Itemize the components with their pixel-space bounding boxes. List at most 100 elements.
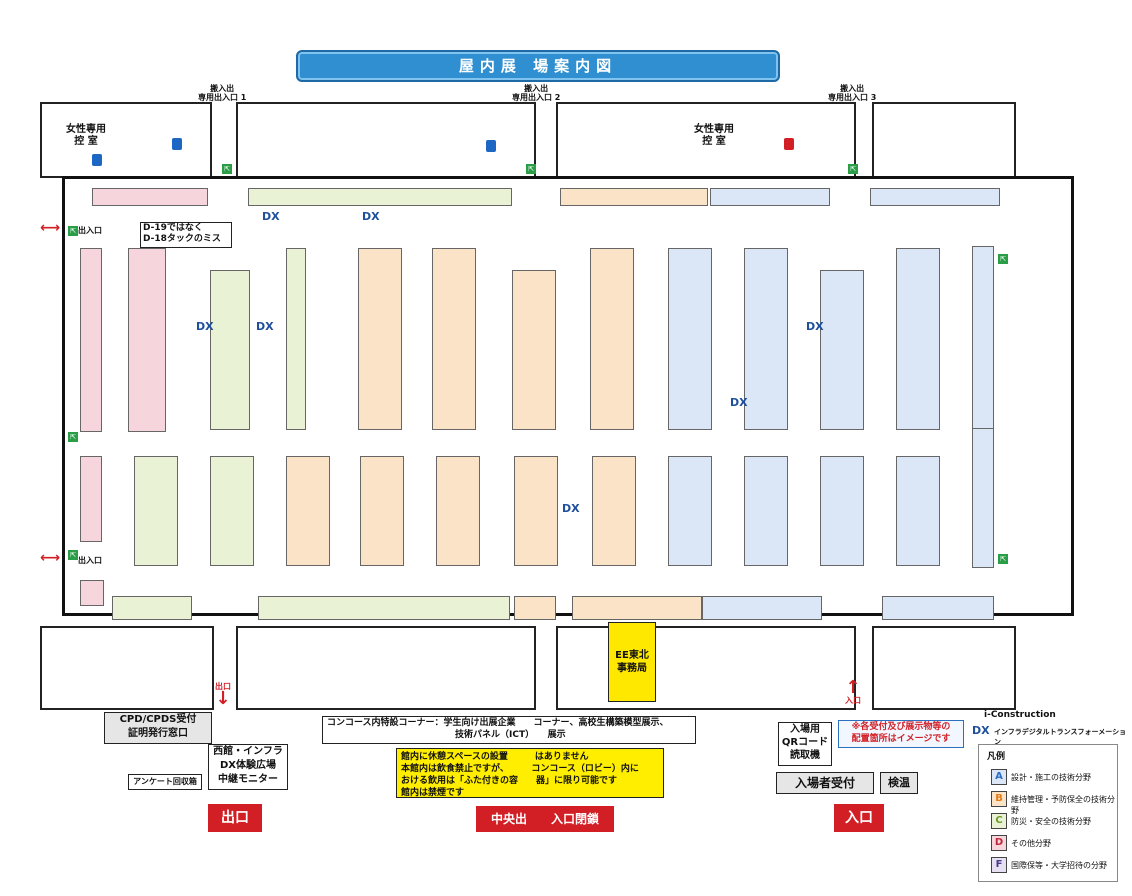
booth-row-top-c[interactable] [248,188,512,206]
booth-row-bottom-c2[interactable] [258,596,510,620]
dx-label: DX [262,210,280,223]
survey-box: アンケート回収箱 [128,774,202,790]
booth-column-b7[interactable] [436,456,480,566]
bottom-far-right-wing [872,626,1016,710]
legend-key-b: B [991,791,1007,807]
restroom-icon [486,140,496,152]
booth-row-bottom-b2[interactable] [572,596,702,620]
booth-row-top-b[interactable] [560,188,708,206]
emergency-exit-icon: ⇱ [68,550,78,560]
dx-label: DX [256,320,274,333]
entrance-label-2: 搬入出専用出入口 2 [512,84,561,102]
restroom-icon [172,138,182,150]
legend-text-c: 防災・安全の技術分野 [1011,817,1091,826]
booth-column-a3[interactable] [820,270,864,430]
facility-notice: 館内に休憩スペースの設置 はありません本館内は飲食禁止ですが、 コンコース（ロビ… [396,748,664,798]
top-far-right-wing [872,102,1016,178]
booth-row-bottom-a1[interactable] [702,596,822,620]
booth-column-a8[interactable] [820,456,864,566]
booth-column-a4[interactable] [896,248,940,430]
booth-row-top-d[interactable] [92,188,208,206]
dx-logo-text: インフラデジタルトランスフォーメーション [994,728,1127,746]
booth-column-b1[interactable] [358,248,402,430]
legend: 凡例 A 設計・施工の技術分野 B 維持管理・予防保全の技術分野 C 防災・安全… [978,744,1118,882]
bottom-center-wing [236,626,536,710]
dx-label: DX [362,210,380,223]
exit-sign: 出口 [208,804,262,832]
dx-logo: DX [972,724,990,737]
booth-column-c3[interactable] [134,456,178,566]
bottom-left-wing [40,626,214,710]
legend-text-d: その他分野 [1011,839,1051,848]
booth-row-bottom-a2[interactable] [882,596,994,620]
left-right-arrow-icon: ⟷ [40,220,61,236]
booth-column-b4[interactable] [590,248,634,430]
booth-row-bottom-b1[interactable] [514,596,556,620]
booth-column-c1[interactable] [210,270,250,430]
emergency-exit-icon: ⇱ [68,432,78,442]
exit-arrow: 出口 ↓ [210,682,236,709]
arrow-down-icon: ↓ [215,688,231,709]
temperature-box: 検温 [880,772,918,794]
top-left-wing [40,102,212,178]
i-construction-logo: i-Construction [984,710,1056,720]
page-title: 屋内展 場案内図 [296,50,780,82]
side-door-bottom: 出入口 [78,556,102,565]
booth-column-c4[interactable] [210,456,254,566]
booth-column-b3[interactable] [512,270,556,430]
entry-sign: 入口 [834,804,884,832]
booth-row-top-a2[interactable] [870,188,1000,206]
booth-column-d[interactable] [128,248,166,432]
ee-office: EE東北事務局 [608,622,656,702]
emergency-exit-icon: ⇱ [68,226,78,236]
women-room-2: 女性専用控 室 [694,124,734,147]
restroom-icon [92,154,102,166]
arrow-up-icon: ↑ [845,677,861,698]
emergency-exit-icon: ⇱ [998,254,1008,264]
side-door-top: 出入口 [78,226,102,235]
cpd-reception: CPD/CPDS受付証明発行窓口 [104,712,212,744]
booth-row-bottom-c1[interactable] [112,596,192,620]
dx-label: DX [730,396,748,409]
booth-column-b5[interactable] [286,456,330,566]
dx-label: DX [806,320,824,333]
entrance-label-1: 搬入出専用出入口 1 [198,84,247,102]
booth-column-d-left[interactable] [80,248,102,432]
image-note: ※各受付及び展示物等の配置箇所はイメージです [838,720,964,748]
entry-arrow: ↑ 入口 [840,677,866,706]
emergency-exit-icon: ⇱ [526,164,536,174]
booth-row-top-a[interactable] [710,188,830,206]
booth-column-b9[interactable] [592,456,636,566]
dx-label: DX [196,320,214,333]
restroom-icon [784,138,794,150]
booth-column-a10[interactable] [972,428,994,568]
booth-column-b8[interactable] [514,456,558,566]
booth-column-a6[interactable] [668,456,712,566]
booth-column-a9[interactable] [896,456,940,566]
women-room-1: 女性専用控 室 [66,124,106,147]
concourse-notice: コンコース内特設コーナー：学生向け出展企業 コーナー、高校生構築模型展示、技術パ… [322,716,696,744]
booth-column-a5[interactable] [972,246,994,430]
legend-key-a: A [991,769,1007,785]
booth-column-a1[interactable] [668,248,712,430]
reception-box: 入場者受付 [776,772,874,794]
emergency-exit-icon: ⇱ [998,554,1008,564]
dx-label: DX [562,502,580,515]
booth-column-b2[interactable] [432,248,476,430]
booth-column-c2[interactable] [286,248,306,430]
entrance-label-3: 搬入出専用出入口 3 [828,84,877,102]
booth-column-a2[interactable] [744,248,788,430]
bottom-right-wing [556,626,856,710]
booth-column-f[interactable] [80,456,102,542]
booth-column-a7[interactable] [744,456,788,566]
legend-key-d: D [991,835,1007,851]
left-right-arrow-icon: ⟷ [40,550,61,566]
legend-text-b: 維持管理・予防保全の技術分野 [1011,795,1115,815]
legend-key-f: F [991,857,1007,873]
booth-row-bottom-d[interactable] [80,580,104,606]
legend-text-a: 設計・施工の技術分野 [1011,773,1091,782]
booth-column-b6[interactable] [360,456,404,566]
